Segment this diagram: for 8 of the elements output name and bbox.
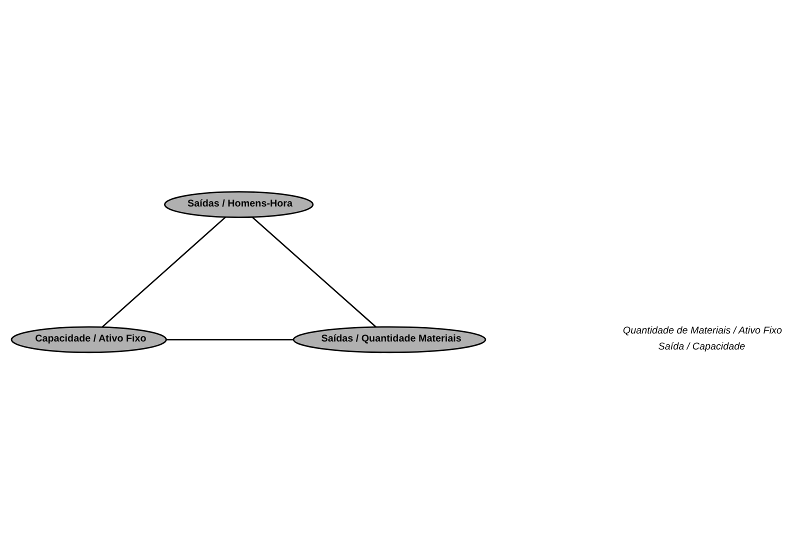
- connector: [166, 338, 294, 340]
- label: Saída / Capacidade: [658, 342, 746, 353]
- label: Quantidade de Materiais / Ativo Fixo: [622, 325, 782, 336]
- node-ellipse: Capacidade / Ativo Fixo: [10, 326, 167, 354]
- node-ellipse: Saídas / Homens-Hora: [164, 191, 314, 218]
- connector: [102, 216, 226, 328]
- node-ellipse: Saídas / Quantidade Materiais: [292, 326, 486, 354]
- connector: [252, 216, 376, 328]
